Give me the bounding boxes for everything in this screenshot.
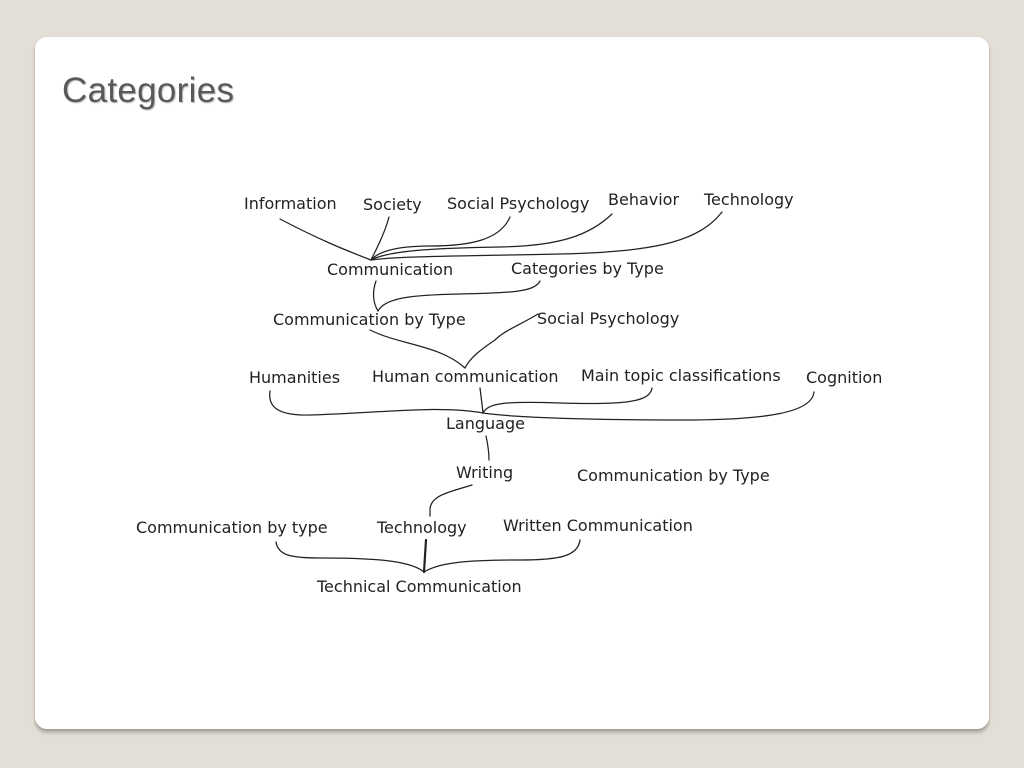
edge-behavior-communication [370,213,613,261]
edge-socialpsych-communication [370,216,511,261]
node-social-psychology-top: Social Psychology [447,194,589,213]
node-information: Information [244,194,337,213]
slide: Categories [35,37,989,729]
edge-technology-communication [370,211,723,261]
edge-cognition-language [482,391,815,421]
slide-title: Categories [62,71,235,110]
edge-communication-commbytype [372,280,379,312]
node-labels: Information Society Social Psychology Be… [136,190,882,596]
edge-commbytype-humancomm [369,329,466,369]
node-humanities: Humanities [249,368,340,387]
node-technology-bottom: Technology [376,518,467,537]
node-communication: Communication [327,260,453,279]
node-cognition: Cognition [806,368,882,387]
node-human-communication: Human communication [372,367,559,386]
edge-humanities-language [269,390,484,416]
node-technical-communication: Technical Communication [316,577,522,596]
node-language: Language [446,414,525,433]
node-communication-by-type-2: Communication by Type [577,466,770,485]
node-categories-by-type: Categories by Type [511,259,664,278]
node-communication-by-type-lower: Communication by type [136,518,328,537]
edge-language-writing [485,435,490,461]
node-writing: Writing [456,463,513,482]
connectors [269,211,815,574]
node-society: Society [363,195,422,214]
edge-maintopic-language [482,387,653,414]
edge-commbytype-techcomm [275,541,425,573]
edge-technology-techcomm [422,538,428,574]
node-main-topic-classifications: Main topic classifications [581,366,781,385]
edge-writing-technology [429,484,473,517]
node-behavior: Behavior [608,190,679,209]
edge-catbytype-commbytype [377,280,541,312]
node-written-communication: Written Communication [503,516,693,535]
node-communication-by-type-1: Communication by Type [273,310,466,329]
edge-writtencomm-techcomm [423,539,581,573]
node-technology-top: Technology [703,190,794,209]
node-social-psychology-mid: Social Psychology [537,309,679,328]
edge-society-communication [370,216,390,261]
edge-socialpsych-humancomm [464,313,539,369]
edge-information-communication [279,218,372,261]
edge-humancomm-language [479,387,484,414]
